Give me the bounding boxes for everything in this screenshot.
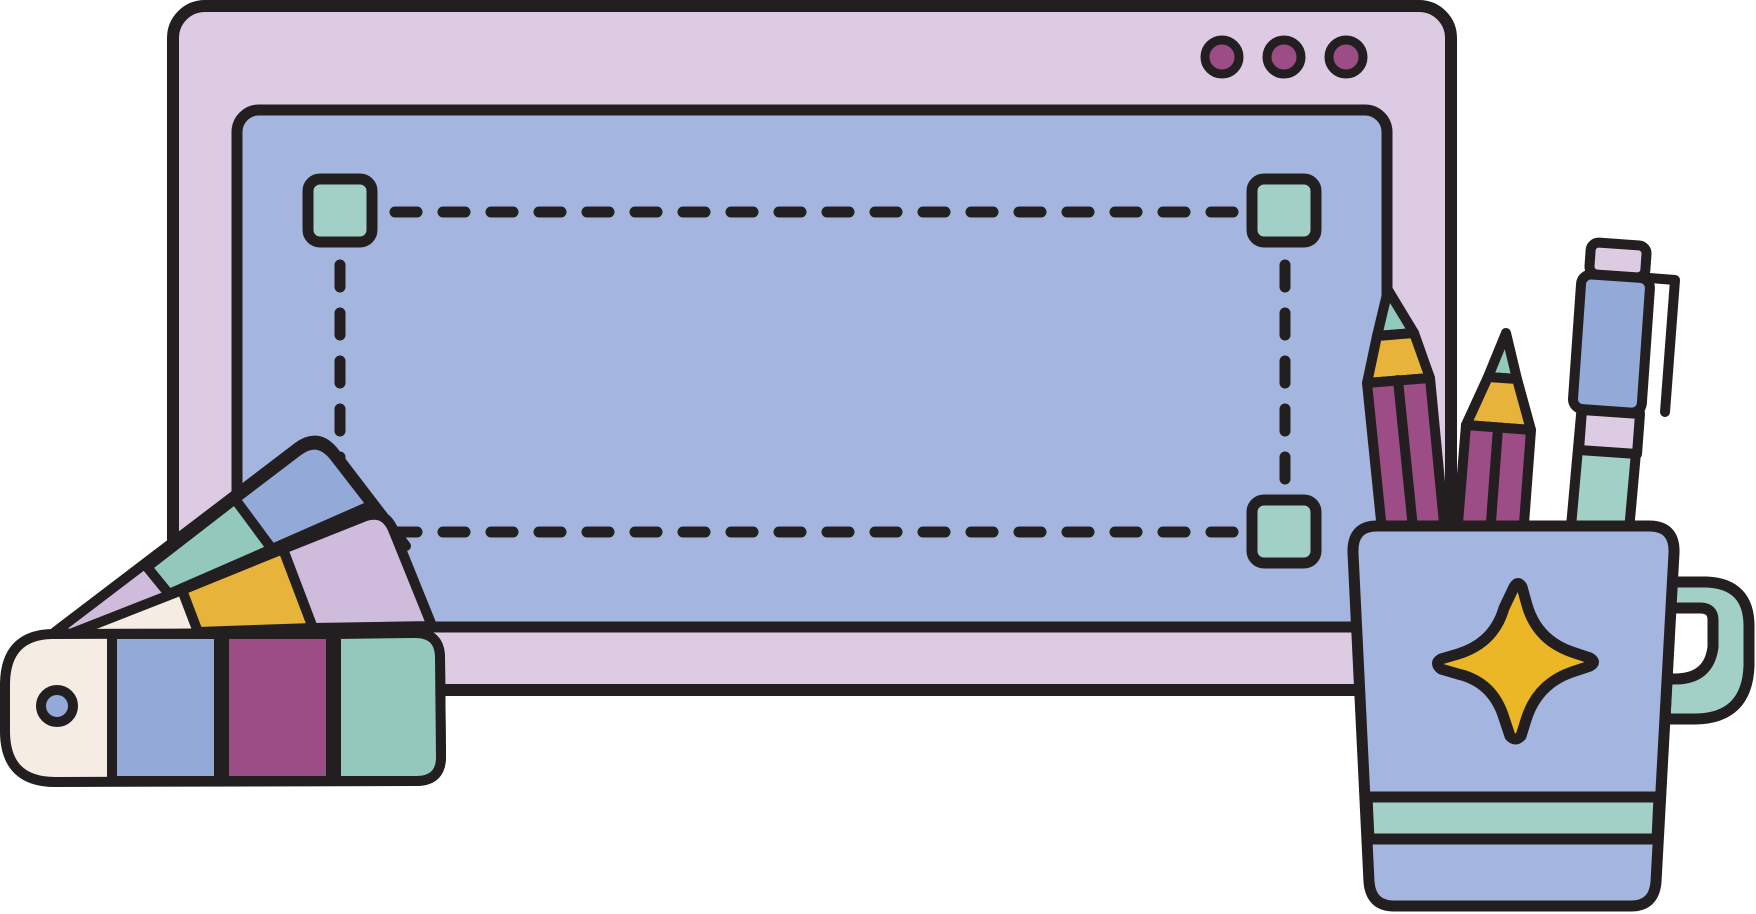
browser-window	[167, 0, 1457, 696]
swatch-chip-lilac	[278, 509, 437, 633]
swatch-chip-plum	[219, 629, 336, 786]
cup-handle	[1659, 576, 1755, 725]
swatch-chip-mint	[331, 628, 446, 786]
swatch-pivot-icon	[36, 685, 78, 727]
marker-icon	[1563, 237, 1680, 569]
selection-box	[334, 206, 1291, 538]
window-control-dot-icon	[1262, 35, 1306, 79]
selection-handle-icon	[302, 173, 378, 248]
cup-stripe	[1361, 791, 1665, 845]
selection-handle-icon	[1246, 173, 1322, 248]
cup-icon	[1347, 520, 1755, 912]
marker-cap	[1568, 269, 1655, 418]
swatch-chip-blue	[230, 439, 377, 554]
marker-clip	[1645, 273, 1680, 417]
swatch-chip-blue	[107, 629, 224, 786]
window-controls	[1200, 35, 1368, 79]
selection-handles	[302, 173, 1322, 569]
pencil-tip	[1483, 328, 1522, 384]
color-swatch-fan-icon	[0, 435, 446, 787]
sparkle-star-icon	[1432, 578, 1599, 745]
selection-handle-icon	[1246, 494, 1322, 569]
window-control-dot-icon	[1200, 35, 1244, 79]
window-control-dot-icon	[1324, 35, 1368, 79]
